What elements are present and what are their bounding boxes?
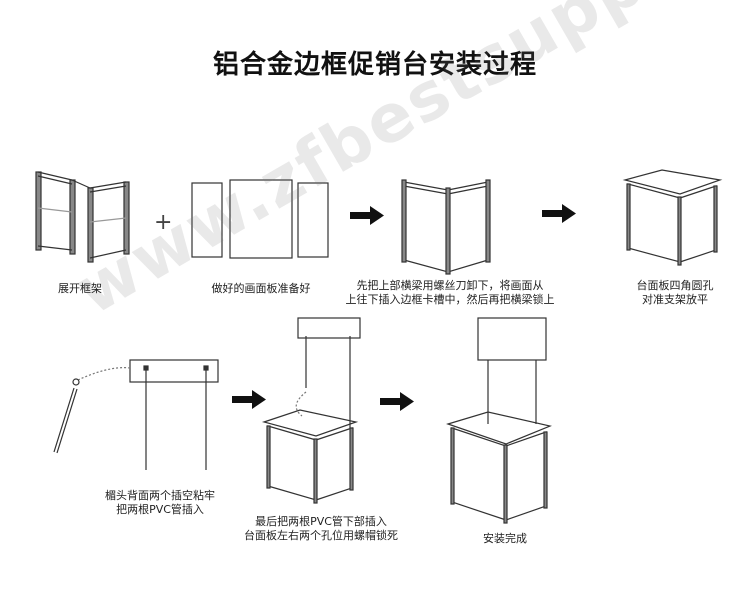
step-6-caption: 最后把两根PVC管下部插入 台面板左右两个孔位用螺帽锁死 [236, 515, 406, 543]
caption-line: 先把上部横梁用螺丝刀卸下，将画面从 [356, 279, 544, 292]
caption-line: 上往下插入边框卡槽中，然后再把横梁锁上 [345, 293, 555, 306]
plus-icon: + [154, 210, 172, 235]
caption-line: 对准支架放平 [642, 293, 708, 306]
unfolded-frame-illustration [35, 171, 130, 263]
caption-line: 做好的画面板准备好 [211, 282, 311, 295]
arrow-icon [350, 206, 384, 225]
caption-line: 台面板四角圆孔 [636, 279, 714, 292]
graphic-panels-illustration [191, 179, 329, 259]
header-board-illustration [53, 359, 219, 470]
step-2-caption: 做好的画面板准备好 [196, 282, 326, 296]
step-7-caption: 安装完成 [470, 532, 540, 546]
completed-counter-illustration [446, 317, 552, 524]
counter-with-top-illustration [622, 169, 723, 266]
insert-poles-illustration [261, 317, 361, 504]
arrow-icon [380, 392, 414, 411]
page-title: 铝合金边框促销台安装过程 [212, 50, 537, 80]
step-4-caption: 台面板四角圆孔 对准支架放平 [620, 279, 730, 307]
caption-line: 把两根PVC管插入 [116, 503, 204, 516]
step-1-caption: 展开框架 [50, 282, 110, 296]
caption-line: 安装完成 [483, 532, 527, 545]
caption-line: 台面板左右两个孔位用螺帽锁死 [244, 529, 398, 542]
step-3-caption: 先把上部横梁用螺丝刀卸下，将画面从 上往下插入边框卡槽中，然后再把横梁锁上 [340, 279, 560, 307]
arrow-icon [542, 204, 576, 223]
caption-line: 楣头背面两个插空粘牢 [105, 489, 215, 502]
caption-line: 最后把两根PVC管下部插入 [255, 515, 387, 528]
frame-with-panels-illustration [401, 179, 491, 275]
caption-line: 展开框架 [58, 282, 102, 295]
step-5-caption: 楣头背面两个插空粘牢 把两根PVC管插入 [90, 489, 230, 517]
arrow-icon [232, 390, 266, 409]
